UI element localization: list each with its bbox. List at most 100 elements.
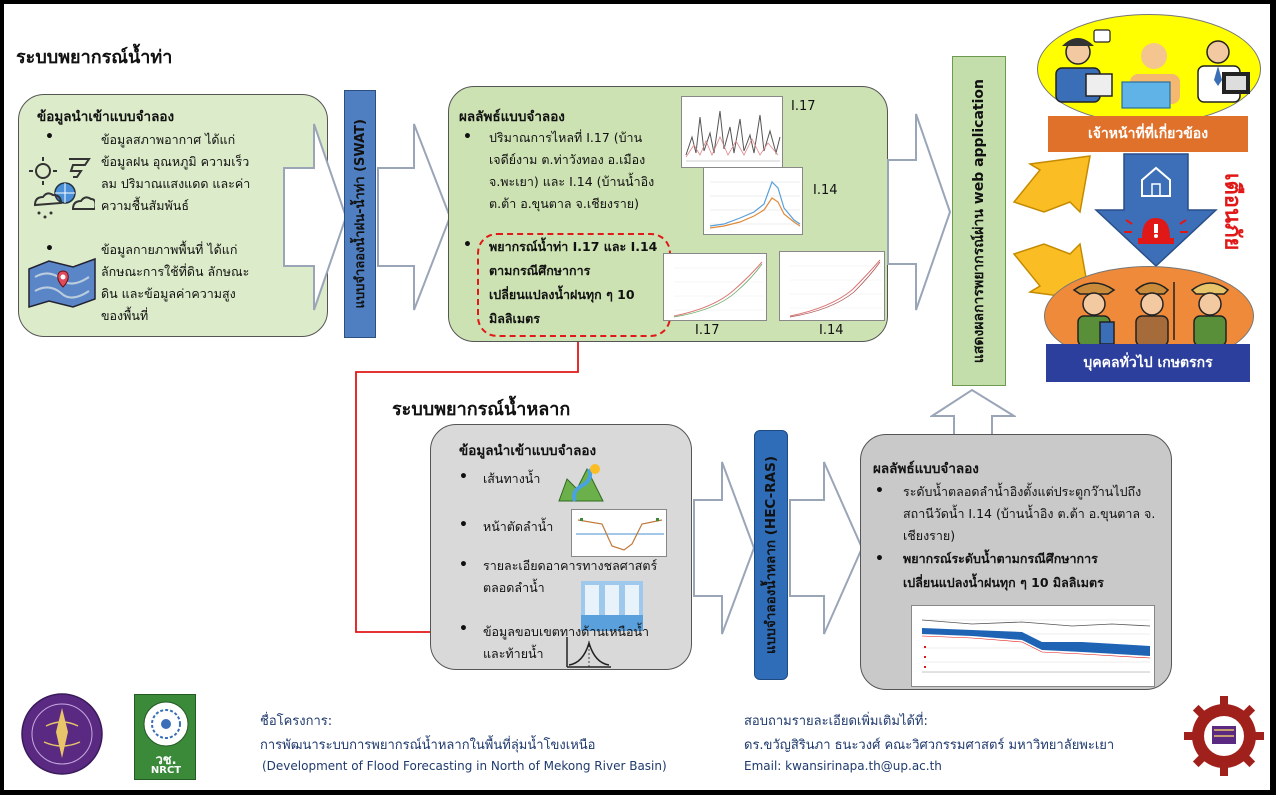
bullet-dot: • (459, 557, 468, 573)
arrow-right (377, 123, 452, 311)
forecast-case-text: พยากรณ์น้ำท่า I.17 และ I.14 ตามกรณีศึกษา… (489, 235, 673, 331)
label-i14-mid: I.14 (813, 183, 838, 198)
university-logo (21, 693, 103, 775)
scenario-i14-thumbnail (779, 251, 885, 321)
hec-ras-model-bar: แบบจำลองน้ำหลาก (HEC-RAS) (754, 430, 788, 680)
dam-gate-icon (581, 581, 643, 631)
swat-model-bar: แบบจำลองน้ำฝน-น้ำท่า (SWAT) (344, 90, 376, 338)
farmers-people-icon (1072, 282, 1230, 347)
arrow-right (887, 113, 952, 311)
project-name-thai: การพัฒนาระบบการพยากรณ์น้ำหลากในพื้นที่ลุ… (260, 738, 596, 753)
level-forecast-text: พยากรณ์ระดับน้ำตามกรณีศึกษาการ เปลี่ยนแป… (903, 547, 1171, 595)
warning-down-arrow (1094, 153, 1218, 268)
flow-line: ต.ต้า อ.ขุนตาล จ.เชียงราย) (489, 196, 639, 211)
bullet-dot: • (875, 551, 884, 567)
project-label: ชื่อโครงการ: (260, 714, 333, 729)
flow-text: ปริมาณการไหลที่ I.17 (บ้าน เจดีย์งาม ต.ท… (489, 127, 669, 215)
forecast-case-line: พยากรณ์น้ำท่า I.17 และ I.14 (489, 239, 658, 254)
water-level-line: เชียงราย) (903, 528, 956, 543)
weather-line: ความชื้นสัมพันธ์ (101, 198, 189, 213)
label-i17-top: I.17 (791, 99, 816, 114)
hec-input-box: ข้อมูลนำเข้าแบบจำลอง • เส้นทางน้ำ • หน้า… (430, 424, 692, 670)
bullet-dot: • (463, 129, 472, 145)
forecast-case-line: มิลลิเมตร (489, 311, 540, 326)
water-level-line: ระดับน้ำตลอดลำน้ำอิงตั้งแต่ประตูกว๊านไปถ… (903, 484, 1142, 499)
yellow-arrow-staff (1012, 155, 1091, 214)
flood-section-title: ระบบพยากรณ์น้ำหลาก (392, 399, 571, 420)
contact-label: สอบถามรายละเอียดเพิ่มเติมได้ที่: (744, 714, 928, 729)
water-level-line: สถานีวัดน้ำ I.14 (บ้านน้ำอิง ต.ต้า อ.ขุน… (903, 506, 1156, 521)
water-profile-thumbnail (911, 605, 1155, 687)
swat-result-heading: ผลลัพธ์แบบจำลอง (459, 109, 565, 125)
scenario-i17-thumbnail (663, 253, 767, 321)
bullet-dot: • (463, 237, 472, 253)
bullet-dot: • (45, 129, 54, 145)
terrain-line: ของพื้นที่ (101, 308, 149, 323)
hec-result-heading: ผลลัพธ์แบบจำลอง (873, 461, 979, 477)
weather-line: ลม ปริมาณแสงแดด และค่า (101, 176, 251, 191)
boundary-curve-icon (566, 637, 611, 668)
staff-label: เจ้าหน้าที่ที่เกี่ยวข้อง (1087, 126, 1209, 142)
hydraulic-structure-line: ตลอดลำน้ำ (483, 580, 545, 595)
warning-text-box: เตือนภัย (1214, 162, 1250, 262)
boundary-line: ข้อมูลขอบเขตทางด้านเหนือน้ำ (483, 624, 650, 639)
nrct-english-label: NRCT (150, 765, 182, 776)
terrain-line: ดิน และข้อมูลค่าความสูง (101, 286, 236, 301)
contact-email[interactable]: Email: kwansirinapa.th@up.ac.th (744, 759, 942, 773)
nrct-emblem-icon (143, 701, 189, 747)
hec-result-box: ผลลัพธ์แบบจำลอง • ระดับน้ำตลอดลำน้ำอิงตั… (860, 434, 1172, 690)
terrain-data-text: ข้อมูลกายภาพพื้นที่ ได้แก่ ลักษณะการใช้ท… (101, 239, 321, 327)
flow-line: ปริมาณการไหลที่ I.17 (บ้าน (489, 130, 643, 145)
label-i17-bottom: I.17 (695, 323, 720, 338)
hydrograph-i14-thumbnail (703, 167, 803, 235)
nrct-thai-label: วช. (155, 753, 177, 768)
weather-data-text: ข้อมูลสภาพอากาศ ได้แก่ ข้อมูลฝน อุณหภูมิ… (101, 129, 321, 217)
hec-ras-model-label: แบบจำลองน้ำหลาก (HEC-RAS) (763, 456, 779, 654)
cross-section-thumbnail (571, 509, 667, 557)
engineering-gear-logo (1184, 696, 1264, 776)
flow-line: จ.พะเยา) และ I.14 (บ้านน้ำอิง (489, 174, 655, 189)
bullet-dot: • (459, 517, 468, 533)
weather-line: ข้อมูลสภาพอากาศ ได้แก่ (101, 132, 236, 147)
weather-icon (29, 157, 95, 219)
hydraulic-structure-line: รายละเอียดอาคารทางชลศาสตร์ (483, 558, 658, 573)
terrain-line: ข้อมูลกายภาพพื้นที่ ได้แก่ (101, 242, 238, 257)
nrct-logo: วช. NRCT (134, 694, 196, 780)
arrow-right (789, 461, 864, 635)
public-label: บุคคลทั่วไป เกษตรกร (1083, 355, 1213, 371)
staff-people-icon (1055, 29, 1250, 109)
bullet-dot: • (45, 241, 54, 257)
forecast-case-line: เปลี่ยนแปลงน้ำฝนทุก ๆ 10 (489, 287, 635, 302)
swat-result-box: ผลลัพธ์แบบจำลอง • ปริมาณการไหลที่ I.17 (… (448, 86, 888, 342)
staff-label-bar: เจ้าหน้าที่ที่เกี่ยวข้อง (1048, 116, 1248, 152)
bullet-dot: • (459, 469, 468, 485)
public-label-bar: บุคคลทั่วไป เกษตรกร (1046, 344, 1250, 382)
flow-line: เจดีย์งาม ต.ท่าวังทอง อ.เมือง (489, 152, 646, 167)
river-path-text: เส้นทางน้ำ (483, 471, 541, 486)
hec-input-heading: ข้อมูลนำเข้าแบบจำลอง (459, 443, 597, 459)
project-name-english: (Development of Flood Forecasting in Nor… (262, 759, 667, 773)
warning-text: เตือนภัย (1219, 173, 1245, 251)
arrow-right (693, 461, 756, 635)
terrain-line: ลักษณะการใช้ที่ดิน ลักษณะ (101, 264, 250, 279)
contact-name: ดร.ขวัญสิรินภา ธนะวงศ์ คณะวิศวกรรมศาสตร์… (744, 738, 1115, 753)
water-level-text: ระดับน้ำตลอดลำน้ำอิงตั้งแต่ประตูกว๊านไปถ… (903, 481, 1171, 547)
web-application-bar: แสดงผลการพยากรณ์ผ่าน web application (952, 56, 1006, 386)
boundary-data-text: ข้อมูลขอบเขตทางด้านเหนือน้ำ และท้ายน้ำ (483, 621, 649, 665)
arrow-right (283, 123, 348, 311)
forecast-case-line: ตามกรณีศึกษาการ (489, 263, 591, 278)
level-forecast-line: พยากรณ์ระดับน้ำตามกรณีศึกษาการ (903, 551, 1098, 566)
swat-input-heading: ข้อมูลนำเข้าแบบจำลอง (37, 109, 175, 125)
weather-line: ข้อมูลฝน อุณหภูมิ ความเร็ว (101, 154, 250, 169)
river-path-icon (558, 464, 604, 502)
label-i14-bottom: I.14 (819, 323, 844, 338)
hydraulic-structure-text: รายละเอียดอาคารทางชลศาสตร์ ตลอดลำน้ำ (483, 555, 657, 599)
poster-canvas: ระบบพยากรณ์น้ำท่า ข้อมูลนำเข้าแบบจำลอง •… (4, 4, 1270, 790)
arrow-up (930, 388, 1016, 439)
bullet-dot: • (875, 483, 884, 499)
forecast-section-title: ระบบพยากรณ์น้ำท่า (16, 47, 173, 68)
terrain-map-icon (28, 257, 96, 309)
bullet-dot: • (459, 621, 468, 637)
level-forecast-line: เปลี่ยนแปลงน้ำฝนทุก ๆ 10 มิลลิเมตร (903, 575, 1104, 590)
